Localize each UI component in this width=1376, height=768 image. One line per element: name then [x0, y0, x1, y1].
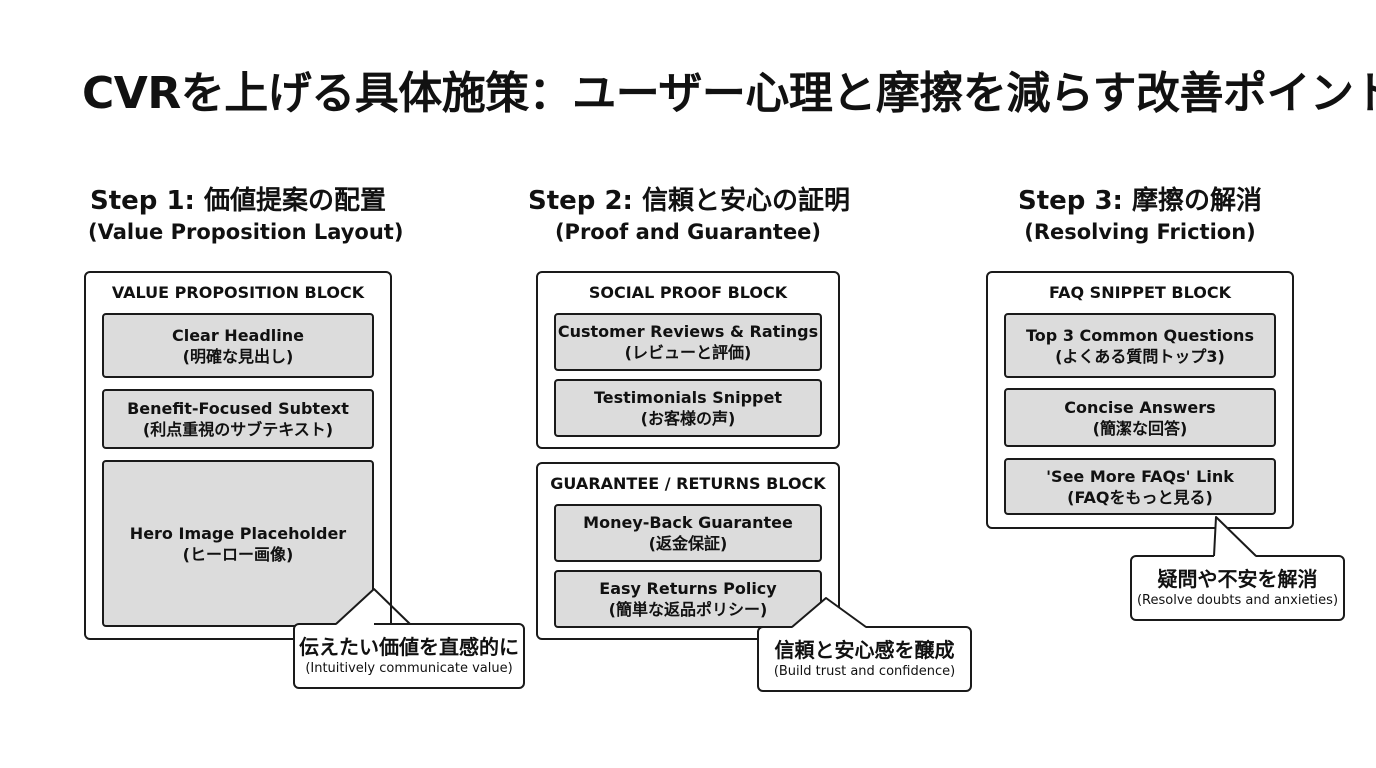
- step-1-subtitle: (Value Proposition Layout): [88, 220, 404, 244]
- step-2-heading: Step 2: 信頼と安心の証明 (Proof and Guarantee): [528, 186, 850, 248]
- item-label-ja: (利点重視のサブテキスト): [142, 420, 334, 439]
- page-title: CVRを上げる具体施策：ユーザー心理と摩擦を減らす改善ポイント: [82, 68, 1376, 119]
- item-label-en: Hero Image Placeholder: [129, 523, 347, 543]
- callout-step-1: 伝えたい価値を直感的に (Intuitively communicate val…: [293, 623, 525, 689]
- block-title: VALUE PROPOSITION BLOCK: [111, 283, 365, 302]
- callout-main-text: 信頼と安心感を醸成: [774, 638, 955, 662]
- hero-image-placeholder: Hero Image Placeholder (ヒーロー画像): [102, 460, 374, 627]
- step-3-heading: Step 3: 摩擦の解消 (Resolving Friction): [1000, 186, 1280, 248]
- top-questions-item: Top 3 Common Questions (よくある質問トップ3): [1004, 313, 1276, 378]
- item-label-ja: (簡潔な回答): [1092, 418, 1188, 438]
- item-label-ja: (明確な見出し): [182, 346, 294, 366]
- step-2-title: Step 2: 信頼と安心の証明: [528, 186, 850, 216]
- item-label-en: Clear Headline: [171, 325, 305, 345]
- item-label-ja: (返金保証): [648, 534, 728, 553]
- item-label-en: Easy Returns Policy: [599, 579, 777, 598]
- callout-sub-text: (Resolve doubts and anxieties): [1136, 593, 1339, 608]
- customer-reviews-item: Customer Reviews & Ratings (レビューと評価): [554, 313, 822, 371]
- callout-sub-text: (Intuitively communicate value): [305, 661, 513, 676]
- item-label-en: 'See More FAQs' Link: [1046, 466, 1234, 486]
- item-label-ja: (ヒーロー画像): [182, 544, 294, 564]
- item-label-en: Testimonials Snippet: [593, 388, 782, 407]
- callout-sub-text: (Build trust and confidence): [773, 664, 956, 679]
- item-label-ja: (よくある質問トップ3): [1055, 346, 1225, 366]
- testimonials-item: Testimonials Snippet (お客様の声): [554, 379, 822, 437]
- easy-returns-item: Easy Returns Policy (簡単な返品ポリシー): [554, 570, 822, 628]
- block-title: GUARANTEE / RETURNS BLOCK: [550, 474, 826, 493]
- guarantee-returns-block: GUARANTEE / RETURNS BLOCK Money-Back Gua…: [536, 462, 840, 640]
- item-label-en: Money-Back Guarantee: [583, 513, 793, 532]
- see-more-faqs-item: 'See More FAQs' Link (FAQをもっと見る): [1004, 458, 1276, 515]
- callout-main-text: 伝えたい価値を直感的に: [299, 635, 519, 659]
- block-title: SOCIAL PROOF BLOCK: [588, 283, 788, 302]
- value-proposition-block: VALUE PROPOSITION BLOCK Clear Headline (…: [84, 271, 392, 640]
- clear-headline-item: Clear Headline (明確な見出し): [102, 313, 374, 378]
- faq-snippet-block: FAQ SNIPPET BLOCK Top 3 Common Questions…: [986, 271, 1294, 529]
- benefit-subtext-item: Benefit-Focused Subtext (利点重視のサブテキスト): [102, 389, 374, 449]
- item-label-ja: (お客様の声): [640, 409, 736, 428]
- money-back-guarantee-item: Money-Back Guarantee (返金保証): [554, 504, 822, 562]
- step-3-title: Step 3: 摩擦の解消: [1018, 186, 1262, 216]
- item-label-en: Benefit-Focused Subtext: [127, 399, 349, 418]
- callout-step-3: 疑問や不安を解消 (Resolve doubts and anxieties): [1130, 555, 1345, 621]
- step-2-subtitle: (Proof and Guarantee): [554, 220, 822, 244]
- step-1-title: Step 1: 価値提案の配置: [90, 186, 386, 216]
- step-1-heading: Step 1: 価値提案の配置 (Value Proposition Layou…: [88, 186, 404, 248]
- social-proof-block: SOCIAL PROOF BLOCK Customer Reviews & Ra…: [536, 271, 840, 449]
- item-label-ja: (簡単な返品ポリシー): [608, 600, 768, 619]
- item-label-en: Concise Answers: [1064, 397, 1216, 417]
- item-label-ja: (FAQをもっと見る): [1067, 487, 1213, 507]
- item-label-ja: (レビューと評価): [624, 343, 752, 362]
- concise-answers-item: Concise Answers (簡潔な回答): [1004, 388, 1276, 447]
- block-title: FAQ SNIPPET BLOCK: [1049, 283, 1231, 302]
- item-label-en: Top 3 Common Questions: [1026, 325, 1254, 345]
- step-3-subtitle: (Resolving Friction): [1024, 220, 1256, 244]
- item-label-en: Customer Reviews & Ratings: [557, 322, 819, 341]
- callout-step-2: 信頼と安心感を醸成 (Build trust and confidence): [757, 626, 972, 692]
- callout-main-text: 疑問や不安を解消: [1157, 567, 1318, 591]
